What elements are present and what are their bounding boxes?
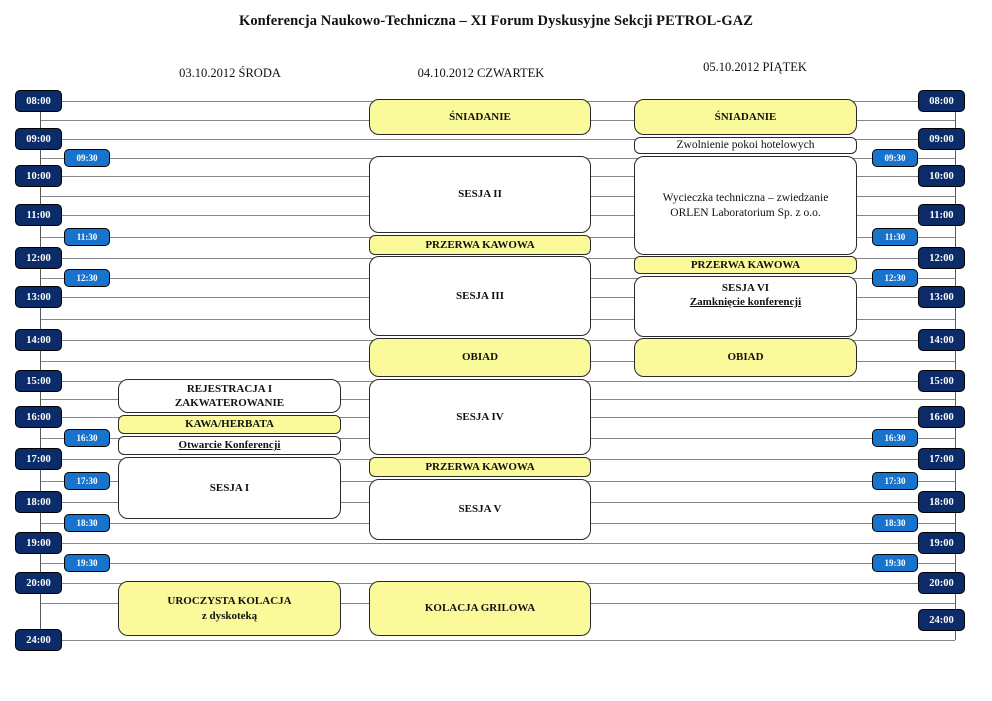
time-hour-right-08-00: 08:00 — [918, 90, 965, 112]
grid-line — [40, 139, 955, 140]
event-sesja-v: SESJA V — [369, 479, 591, 540]
event-label: UROCZYSTA KOLACJA — [167, 595, 292, 608]
time-hour-left-24-00: 24:00 — [15, 629, 62, 651]
event-label: SESJA VI — [721, 282, 770, 294]
event-zwolnienie-pokoi-hotelowych: Zwolnienie pokoi hotelowych — [634, 137, 857, 154]
time-half-left-16-30: 16:30 — [64, 429, 110, 447]
time-hour-right-24-00: 24:00 — [918, 609, 965, 631]
event-label: ZAKWATEROWANIE — [174, 397, 285, 409]
time-half-right-12-30: 12:30 — [872, 269, 918, 287]
time-hour-right-17-00: 17:00 — [918, 448, 965, 470]
time-hour-left-09-00: 09:00 — [15, 128, 62, 150]
event-label: ORLEN Laboratorium Sp. z o.o. — [670, 206, 821, 219]
time-hour-right-19-00: 19:00 — [918, 532, 965, 554]
event-sniadanie: ŚNIADANIE — [369, 99, 591, 135]
event-label: PRZERWA KAWOWA — [690, 258, 801, 271]
event-sesja-i: SESJA I — [118, 457, 341, 519]
event-label: ŚNIADANIE — [714, 110, 777, 123]
event-rejestracja-i: REJESTRACJA I ZAKWATEROWANIE — [118, 379, 341, 413]
time-hour-left-20-00: 20:00 — [15, 572, 62, 594]
event-sesja-ii: SESJA II — [369, 156, 591, 233]
event-sesja-iii: SESJA III — [369, 256, 591, 336]
event-przerwa-kawowa: PRZERWA KAWOWA — [369, 235, 591, 255]
time-hour-left-10-00: 10:00 — [15, 165, 62, 187]
time-hour-left-13-00: 13:00 — [15, 286, 62, 308]
event-label: SESJA IV — [456, 410, 504, 423]
event-przerwa-kawowa: PRZERWA KAWOWA — [369, 457, 591, 477]
time-hour-right-13-00: 13:00 — [918, 286, 965, 308]
time-hour-left-18-00: 18:00 — [15, 491, 62, 513]
event-przerwa-kawowa: PRZERWA KAWOWA — [634, 256, 857, 274]
time-hour-right-20-00: 20:00 — [918, 572, 965, 594]
event-label: KOLACJA GRILOWA — [424, 602, 536, 615]
event-label: SESJA I — [209, 481, 250, 494]
time-hour-right-18-00: 18:00 — [918, 491, 965, 513]
time-hour-left-16-00: 16:00 — [15, 406, 62, 428]
event-sesja-vi: SESJA VI Zamknięcie konferencji — [634, 276, 857, 337]
time-half-right-09-30: 09:30 — [872, 149, 918, 167]
event-label: Zwolnienie pokoi hotelowych — [676, 139, 815, 152]
event-label: ŚNIADANIE — [449, 110, 511, 123]
grid-line — [40, 563, 955, 564]
time-half-right-17-30: 17:30 — [872, 472, 918, 490]
time-hour-right-09-00: 09:00 — [918, 128, 965, 150]
event-label: z dyskoteką — [201, 609, 258, 622]
time-hour-right-12-00: 12:00 — [918, 247, 965, 269]
event-label: OBIAD — [727, 351, 764, 364]
event-sniadanie: ŚNIADANIE — [634, 99, 857, 135]
time-hour-left-11-00: 11:00 — [15, 204, 62, 226]
time-half-right-19-30: 19:30 — [872, 554, 918, 572]
time-hour-right-14-00: 14:00 — [918, 329, 965, 351]
time-hour-left-08-00: 08:00 — [15, 90, 62, 112]
time-half-left-18-30: 18:30 — [64, 514, 110, 532]
time-half-left-11-30: 11:30 — [64, 228, 110, 246]
time-hour-left-17-00: 17:00 — [15, 448, 62, 470]
event-kolacja-grilowa: KOLACJA GRILOWA — [369, 581, 591, 636]
time-half-left-09-30: 09:30 — [64, 149, 110, 167]
event-label: PRZERWA KAWOWA — [425, 460, 535, 473]
time-half-left-12-30: 12:30 — [64, 269, 110, 287]
event-obiad: OBIAD — [634, 338, 857, 377]
event-label: Wycieczka techniczna – zwiedzanie — [662, 191, 829, 204]
event-label: SESJA V — [458, 503, 502, 516]
event-label: SESJA III — [455, 289, 504, 302]
event-label: Zamknięcie konferencji — [689, 296, 802, 309]
event-obiad: OBIAD — [369, 338, 591, 377]
day-header-05-10-2012-piatek: 05.10.2012 PIĄTEK — [703, 60, 807, 74]
grid-line — [40, 640, 955, 641]
event-label: KAWA/HERBATA — [185, 418, 274, 431]
time-hour-right-16-00: 16:00 — [918, 406, 965, 428]
event-label: REJESTRACJA I — [186, 382, 273, 395]
page-title: Konferencja Naukowo-Techniczna – XI Foru… — [238, 13, 754, 29]
event-kawa-herbata: KAWA/HERBATA — [118, 415, 341, 434]
time-hour-right-11-00: 11:00 — [918, 204, 965, 226]
day-header-04-10-2012-czwartek: 04.10.2012 CZWARTEK — [417, 66, 545, 80]
time-half-left-17-30: 17:30 — [64, 472, 110, 490]
event-label: Otwarcie Konferencji — [178, 439, 281, 452]
time-hour-left-19-00: 19:00 — [15, 532, 62, 554]
time-hour-left-15-00: 15:00 — [15, 370, 62, 392]
event-label: SESJA II — [458, 188, 502, 201]
event-otwarcie-konferencji: Otwarcie Konferencji — [118, 436, 341, 455]
event-label: OBIAD — [461, 351, 499, 364]
time-hour-left-14-00: 14:00 — [15, 329, 62, 351]
time-hour-right-10-00: 10:00 — [918, 165, 965, 187]
time-half-right-11-30: 11:30 — [872, 228, 918, 246]
time-hour-left-12-00: 12:00 — [15, 247, 62, 269]
time-hour-right-15-00: 15:00 — [918, 370, 965, 392]
event-label: PRZERWA KAWOWA — [425, 238, 535, 251]
time-half-right-18-30: 18:30 — [872, 514, 918, 532]
time-half-right-16-30: 16:30 — [872, 429, 918, 447]
time-half-left-19-30: 19:30 — [64, 554, 110, 572]
day-header-03-10-2012-sroda: 03.10.2012 ŚRODA — [179, 66, 281, 80]
grid-line — [40, 543, 955, 544]
event-sesja-iv: SESJA IV — [369, 379, 591, 455]
